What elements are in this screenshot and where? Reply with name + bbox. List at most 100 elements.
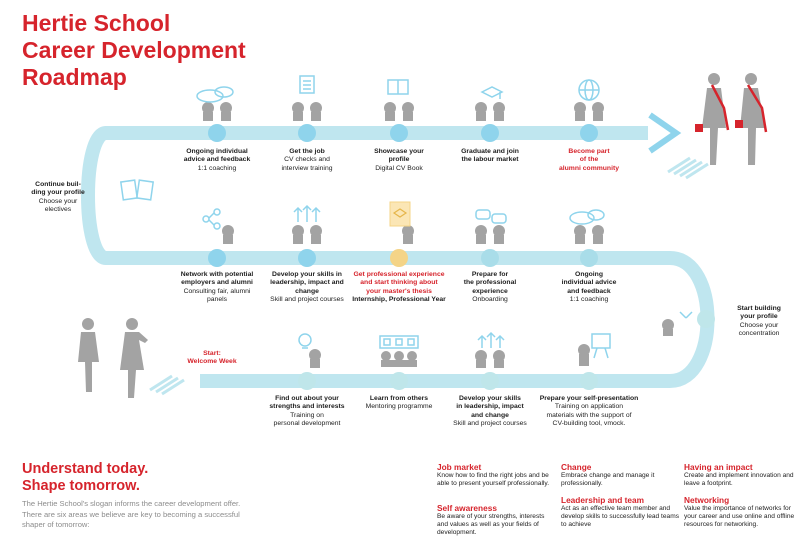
document-stack-icon [389,201,411,227]
node-prepare-experience [481,249,499,267]
stage-label-network: Network with potential employers and alu… [159,271,275,305]
stage-bold: Prepare for [471,271,509,278]
stage-bold: Graduate and join [461,148,519,155]
head-icon [309,349,321,368]
roadmap-path [81,126,715,388]
stage-bold: ding your profile [31,189,85,197]
stage-bold: Find out about your [275,395,339,402]
node-start-building [697,310,715,328]
stage-bold: Network with potential [180,271,254,278]
slogan-line: Understand today. [22,461,149,477]
stage-text: Digital CV Book [375,164,423,172]
stage-text: Choose your [38,197,78,205]
area-text: Know how to find the right jobs and be a… [437,472,550,488]
head-row-icon [381,351,417,367]
stage-text: Skill and project courses [270,296,344,304]
arrows-inward-icon [679,311,693,319]
stage-text: concentration [738,330,780,338]
area-text: Embrace change and manage it professiona… [561,472,655,488]
stage-bold: Ongoing [575,271,603,278]
stage-bold: Develop your skills in [272,271,342,278]
easel-icon [591,333,611,359]
stage-label-prepare-experience: Prepare for the professional experience … [432,271,548,305]
stage-bold: Get professional experience [353,271,445,278]
walking-students-illustration [78,318,148,398]
stage-label-start-welcome: Start: Welcome Week [172,350,252,367]
area-text: Create and implement innovation and leav… [684,472,794,488]
nodes [208,124,715,390]
head-pair-icon [475,102,505,121]
head-pair-icon [384,102,414,121]
node-ongoing-advice-mid [580,249,598,267]
head-icon [222,225,234,244]
head-pair-icon [574,225,604,244]
stage-bold: advice and feedback [183,156,251,164]
speech-bubbles-icon [196,86,234,103]
node-network [208,249,226,267]
stage-text: materials with the support of [546,411,632,419]
stage-text: Choose your [739,321,779,329]
area-title: Leadership and team [561,495,644,505]
node-find-strengths [298,372,316,390]
stage-bold: Start: [203,350,221,357]
head-pair-icon [292,225,322,244]
stage-bold: strengths and interests [269,403,345,411]
stage-bold: individual advice [561,279,617,287]
node-graduate [481,124,499,142]
stage-label-professional-experience: Get professional experience and start th… [337,271,461,305]
stage-bold: Learn from others [369,395,429,402]
stage-bold: leadership, impact and [270,279,344,287]
stage-label-develop-skills-low: Develop your skills in leadership, impac… [432,395,548,429]
node-ongoing-advice-top [208,124,226,142]
title-line: Career Development [22,37,246,63]
head-pair-icon [292,102,322,121]
network-share-icon [202,208,221,230]
stage-text: 1:1 coaching [197,164,237,172]
node-develop-skills-mid [298,249,316,267]
area-text: Act as an effective team member and deve… [561,505,680,529]
head-pair-icon [662,319,674,336]
stage-bold: Get the job [289,148,325,155]
stage-bold: Develop your skills [459,395,521,402]
stage-bold: your master's thesis [366,287,432,295]
node-learn-from-others [390,372,408,390]
stage-text: Skill and project courses [453,420,527,428]
head-icon [402,225,414,244]
stage-bold: Ongoing individual [186,148,248,155]
stage-bold: Welcome Week [187,358,237,366]
stage-label-learn-from-others: Learn from others Mentoring programme [341,395,457,412]
slogan-line: Shape tomorrow. [22,478,140,494]
area-title: Job market [437,462,482,472]
node-alumni [580,124,598,142]
stage-bold: Start building [737,305,781,312]
stage-text: interview training [281,164,333,172]
head-icon [578,344,590,366]
arrows-up-icon [293,204,321,222]
stage-label-alumni: Become part of the alumni community [531,148,647,173]
stage-text: electives [44,206,72,214]
stage-text: Training on [290,411,324,419]
node-develop-skills-low [481,372,499,390]
stage-label-self-presentation: Prepare your self-presentation Training … [525,395,653,429]
lightbulb-icon [298,333,312,349]
graduation-cap-icon [480,86,504,99]
slogan-text: The Hertie School's slogan informs the c… [22,499,241,529]
cv-book-icon [387,79,409,95]
stage-bold: change [295,287,319,295]
stage-bold: and start thinking about [360,279,438,287]
stage-label-ongoing-advice-top: Ongoing individual advice and feedback 1… [159,148,275,173]
walking-graduates-illustration [695,73,768,165]
stage-bold: of the [579,156,599,164]
stage-bold: Showcase your [374,148,424,155]
area-title: Self awareness [437,503,497,513]
head-pair-icon [574,102,604,121]
stage-label-ongoing-advice-mid: Ongoing individual advice and feedback 1… [531,271,647,305]
page-title: Hertie School Career Development Roadmap [22,10,246,91]
stage-bold: in leadership, impact [456,403,524,411]
area-title: Networking [684,495,730,505]
chat-bubbles-icon [475,209,507,224]
arrows-up-icon [477,331,505,348]
stage-bold: and change [471,411,509,419]
area-job-market: Job market Know how to find the right jo… [437,462,555,488]
stage-bold: the professional [463,279,517,287]
